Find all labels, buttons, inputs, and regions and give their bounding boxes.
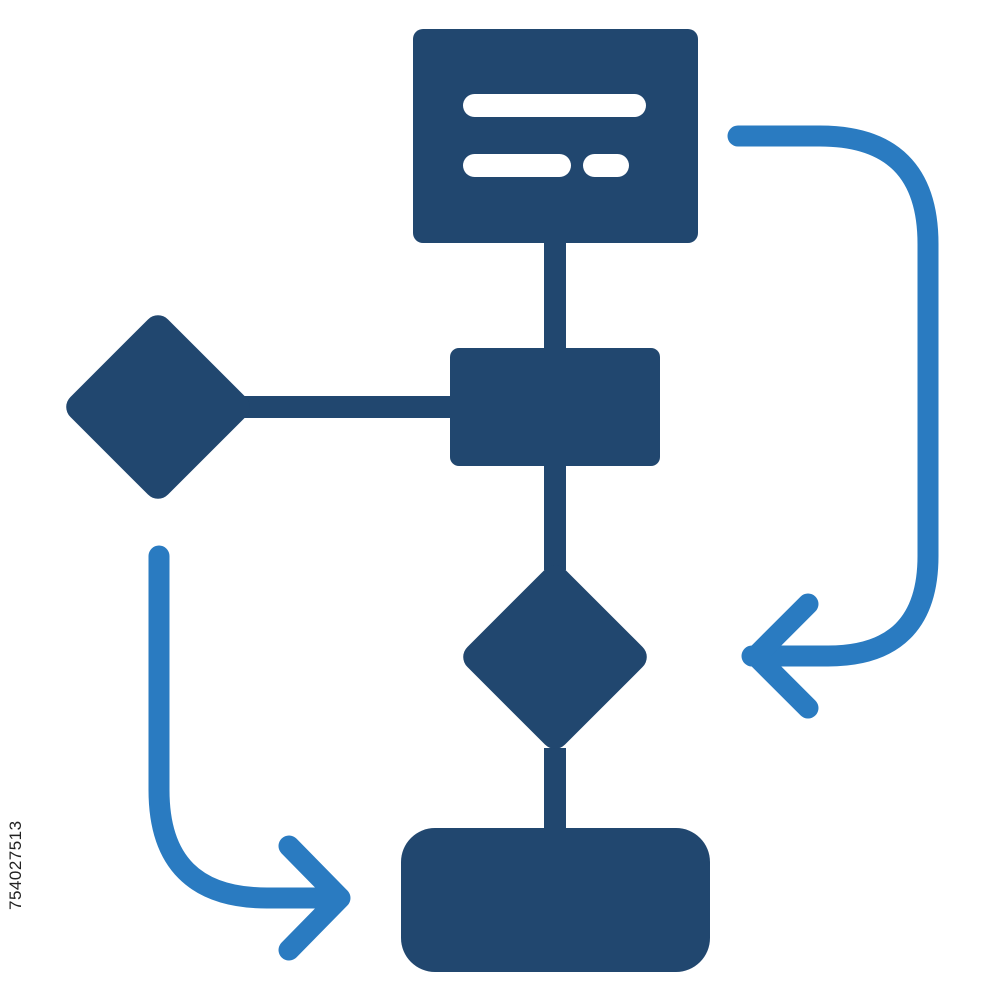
left-decision-diamond xyxy=(66,315,250,499)
left-forward-arrow-path xyxy=(148,545,349,909)
left-forward-arrowhead xyxy=(278,835,351,961)
text-line-2 xyxy=(463,154,571,177)
stock-id-label: 754027513 xyxy=(6,820,25,910)
middle-process-box xyxy=(450,348,660,466)
text-line-1 xyxy=(463,94,646,117)
right-return-arrow-path xyxy=(727,125,939,667)
bottom-terminal-box xyxy=(401,828,710,972)
right-return-arrowhead xyxy=(745,593,819,719)
center-decision-diamond xyxy=(463,565,647,749)
top-document-box xyxy=(413,29,698,243)
text-line-3 xyxy=(583,154,629,177)
